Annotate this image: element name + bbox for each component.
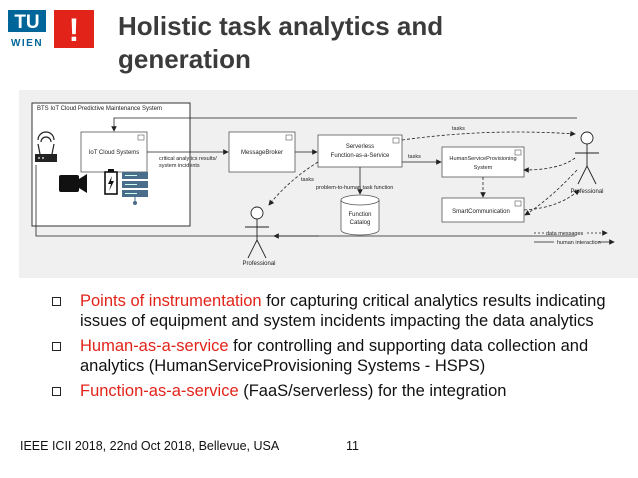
actor-right-label: Professional <box>570 189 603 195</box>
bullet-text: for controlling and supporting data coll… <box>80 337 589 375</box>
page-number: 11 <box>346 439 359 453</box>
edge-label-tasks-top: tasks <box>452 126 465 132</box>
bullet-item: Function-as-a-service (FaaS/serverless) … <box>50 381 630 401</box>
catalog-label-2: Catalog <box>350 220 371 226</box>
edge-professional-to-iot <box>111 117 577 132</box>
node-hsps-label-2: System <box>474 165 493 171</box>
stick-figure-icon <box>575 131 599 185</box>
router-icon <box>35 131 57 162</box>
slide-title-line-1: Holistic task analytics and <box>118 11 444 41</box>
node-message-broker <box>228 131 296 173</box>
bullet-item: Points of instrumentation for capturing … <box>50 291 630 331</box>
bullet-highlight: Human-as-a-service <box>80 337 229 355</box>
node-iot-label: IoT Cloud Systems <box>89 150 140 156</box>
component-icon <box>514 149 522 156</box>
component-icon <box>285 134 293 141</box>
node-faas <box>317 134 403 168</box>
slide-footer: IEEE ICII 2018, 22nd Oct 2018, Bellevue,… <box>20 439 280 453</box>
edge-label-critical-2: system incidents <box>159 163 200 169</box>
system-label: BTS IoT Cloud Predictive Maintenance Sys… <box>37 106 162 112</box>
edge-professional-to-smart <box>524 169 578 216</box>
node-broker-label: MessageBroker <box>241 150 283 156</box>
edge-label-critical-1: critical analytics results/ <box>159 156 217 162</box>
catalog-label-1: Function <box>348 212 371 218</box>
checkbox-bullet-icon <box>52 387 61 396</box>
diagram-canvas: BTS IoT Cloud Predictive Maintenance Sys… <box>31 102 615 267</box>
slide-title: Holistic task analytics and generation <box>118 10 618 76</box>
edge-smart-to-professional <box>523 189 580 211</box>
actor-bottom-label: Professional <box>242 261 275 267</box>
bullet-list: Points of instrumentation for capturing … <box>50 291 630 406</box>
server-rack-icon <box>122 172 148 205</box>
component-icon <box>137 134 145 141</box>
component-icon <box>392 137 400 144</box>
bullet-item: Human-as-a-service for controlling and s… <box>50 336 630 376</box>
bullet-highlight: Function-as-a-service <box>80 382 239 400</box>
legend-data-messages: data messages <box>546 231 584 237</box>
bullet-highlight: Points of instrumentation <box>80 292 262 310</box>
edge-label-tasks-left: tasks <box>301 177 314 183</box>
bullet-text: (FaaS/serverless) for the integration <box>238 382 507 400</box>
legend-human-interaction: human interaction <box>557 240 601 246</box>
logo-letters-top: TU <box>14 12 39 33</box>
edge-label-problem: problem-to-human task function <box>316 185 393 191</box>
slide-title-line-2: generation <box>118 44 251 74</box>
power-icon <box>104 169 118 195</box>
node-smart-communication <box>441 197 525 223</box>
edge-label-tasks-mid: tasks <box>408 154 421 160</box>
edge-tasks-to-professional <box>401 130 576 141</box>
node-faas-label-2: Function-as-a-Service <box>331 153 390 159</box>
node-hsps-label-1: HumanServiceProvisioning <box>449 156 516 162</box>
bullet-text: for capturing critical analytics results… <box>80 292 606 330</box>
architecture-diagram: BTS IoT Cloud Predictive Maintenance Sys… <box>19 90 638 278</box>
stick-figure-icon <box>245 206 269 259</box>
node-smart-label: SmartCommunication <box>452 209 510 215</box>
edge-tasks-to-actor <box>268 161 319 206</box>
logo-mark: ! <box>69 12 80 48</box>
logo-letters-bottom: WIEN <box>11 38 43 49</box>
checkbox-bullet-icon <box>52 342 61 351</box>
node-faas-label-1: Serverless <box>346 144 374 150</box>
edge-router-loop <box>35 165 319 237</box>
checkbox-bullet-icon <box>52 297 61 306</box>
video-camera-icon <box>59 174 87 193</box>
edge-professional-to-hsps <box>523 157 576 173</box>
diagram-legend: data messages human interaction <box>534 230 615 246</box>
component-icon <box>514 200 522 207</box>
tu-wien-logo: TU WIEN ! <box>8 10 94 49</box>
node-hsps <box>441 146 525 178</box>
function-catalog-db <box>340 194 380 236</box>
